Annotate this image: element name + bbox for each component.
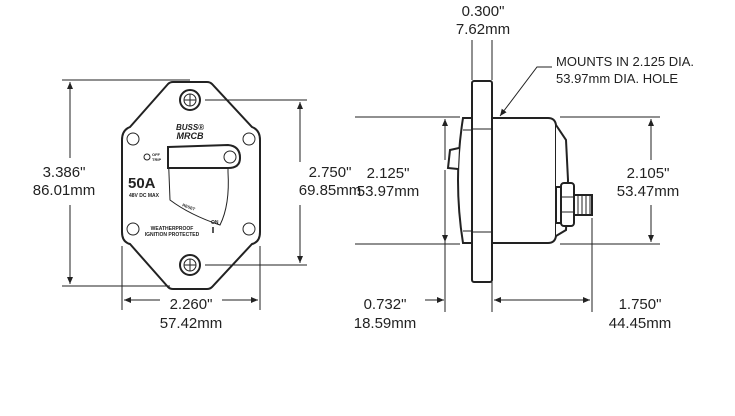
on-label: ON — [211, 220, 219, 226]
terminal-stud — [573, 194, 593, 216]
reset-knob — [446, 147, 460, 170]
breaker-outline — [121, 81, 261, 290]
svg-text:3.386": 3.386" — [43, 164, 86, 181]
svg-text:0.732": 0.732" — [364, 296, 407, 313]
trip-label: TRIP — [152, 157, 161, 162]
svg-text:2.750": 2.750" — [309, 164, 352, 181]
corner-hole — [242, 132, 256, 146]
svg-text:44.45mm: 44.45mm — [609, 315, 672, 332]
dim-front-depth: 0.732" 18.59mm — [354, 282, 493, 332]
dim-rear-depth: 1.750" 44.45mm — [444, 170, 672, 332]
reset-lever[interactable] — [167, 143, 242, 226]
nut — [560, 182, 575, 227]
body — [491, 117, 557, 244]
model-text: MRCB — [177, 131, 204, 141]
svg-text:2.125": 2.125" — [367, 165, 410, 182]
mounting-flange — [471, 80, 493, 283]
svg-text:7.62mm: 7.62mm — [456, 21, 510, 38]
svg-text:MOUNTS IN 2.125 DIA.: MOUNTS IN 2.125 DIA. — [556, 54, 694, 69]
reset-label: RESET — [182, 202, 197, 211]
off-label: OFF — [152, 152, 161, 157]
dim-width: 2.260" 57.42mm — [121, 246, 261, 332]
svg-text:53.97mm: 53.97mm — [357, 183, 420, 200]
mounting-note: MOUNTS IN 2.125 DIA. 53.97mm DIA. HOLE — [499, 54, 694, 117]
voltage-text: 48V DC MAX — [129, 193, 160, 199]
dim-flange-thickness: 0.300" 7.62mm — [456, 3, 510, 80]
front-bezel — [456, 117, 473, 244]
svg-text:18.59mm: 18.59mm — [354, 315, 417, 332]
svg-text:2.260": 2.260" — [170, 296, 213, 313]
svg-text:57.42mm: 57.42mm — [160, 315, 223, 332]
svg-text:53.97mm DIA. HOLE: 53.97mm DIA. HOLE — [556, 71, 678, 86]
corner-hole — [126, 132, 140, 146]
svg-text:53.47mm: 53.47mm — [617, 183, 680, 200]
protection-line2: IGNITION PROTECTED — [145, 232, 200, 238]
dim-mount-spacing: 2.750" 69.85mm — [205, 99, 362, 266]
svg-text:86.01mm: 86.01mm — [33, 182, 96, 199]
dim-body-diameter: 2.105" 53.47mm — [560, 116, 680, 245]
svg-text:0.300": 0.300" — [462, 3, 505, 20]
svg-text:1.750": 1.750" — [619, 296, 662, 313]
svg-text:69.85mm: 69.85mm — [299, 182, 362, 199]
dim-overall-height: 3.386" 86.01mm — [33, 79, 190, 287]
svg-text:2.105": 2.105" — [627, 165, 670, 182]
front-view: BUSS® MRCB OFF TRIP 50A 48V DC MAX RESET… — [121, 81, 261, 290]
rating-text: 50A — [128, 175, 156, 192]
dim-front-diameter: 2.125" 53.97mm — [355, 116, 460, 245]
brand-text: BUSS® — [176, 123, 204, 132]
trip-indicator-icon — [143, 153, 151, 161]
side-view — [446, 80, 593, 283]
corner-hole — [126, 222, 140, 236]
top-screw-icon — [179, 89, 201, 111]
corner-hole — [242, 222, 256, 236]
bottom-screw-icon — [179, 254, 201, 276]
protection-line1: WEATHERPROOF — [151, 226, 194, 232]
